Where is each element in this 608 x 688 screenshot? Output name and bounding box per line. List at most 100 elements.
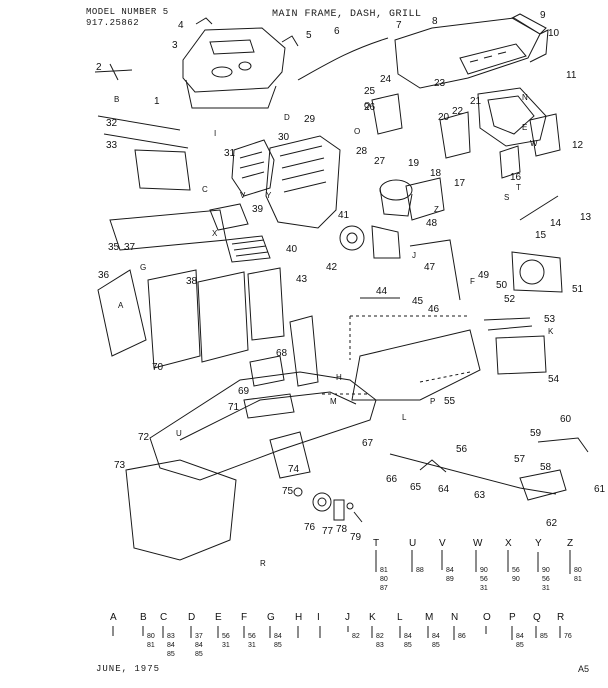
panel-33 — [134, 149, 191, 191]
hw-bottom-q-part-85: 85 — [540, 633, 548, 640]
letter-callout-n: N — [522, 93, 528, 102]
part-number-47: 47 — [424, 262, 436, 273]
part-number-70: 70 — [152, 362, 164, 373]
hw-bottom-letter-j: J — [345, 612, 350, 623]
part-number-8: 8 — [432, 16, 438, 27]
letter-callout-w: W — [530, 139, 538, 148]
part-number-77: 77 — [322, 526, 334, 537]
hw-bottom-m-part-84: 84 — [432, 633, 440, 640]
hw-bottom-letter-d: D — [188, 612, 195, 623]
side-plate-36 — [97, 269, 147, 357]
hw-bottom-letter-m: M — [425, 612, 433, 623]
hardware-legend-bottom — [112, 626, 561, 640]
filter-screen — [405, 177, 445, 221]
washer-75 — [293, 487, 303, 497]
letter-callout-l: L — [402, 413, 407, 422]
hw-bottom-letter-n: N — [451, 612, 458, 623]
part-number-52: 52 — [504, 294, 516, 305]
part-number-72: 72 — [138, 432, 150, 443]
part-number-75: 75 — [282, 486, 294, 497]
clip-79 — [353, 511, 363, 523]
part-number-55: 55 — [444, 396, 456, 407]
model-number-label: MODEL NUMBER 5 — [86, 7, 169, 17]
part-number-32: 32 — [106, 118, 118, 129]
part-number-67: 67 — [362, 438, 374, 449]
part-number-24: 24 — [380, 74, 392, 85]
hw-bottom-letter-p: P — [509, 612, 516, 623]
hw-bottom-letter-c: C — [160, 612, 167, 623]
part-number-51: 51 — [572, 284, 584, 295]
rod-32 — [103, 133, 189, 149]
part-number-16: 16 — [510, 172, 522, 183]
hw-bottom-letter-h: H — [295, 612, 302, 623]
part-number-3: 3 — [172, 40, 178, 51]
clamp-53 — [483, 317, 533, 331]
part-number-43: 43 — [296, 274, 308, 285]
hw-bottom-e-part-31: 31 — [222, 642, 230, 649]
letter-callout-o: O — [354, 127, 360, 136]
pulley-76 — [312, 492, 332, 512]
clutch-rod — [409, 239, 461, 301]
letter-callout-r: R — [260, 559, 266, 568]
part-number-48: 48 — [426, 218, 438, 229]
letter-callout-d: D — [284, 113, 290, 122]
letter-callout-i: I — [214, 129, 216, 138]
rear-panel — [125, 459, 237, 561]
hw-bottom-letter-q: Q — [533, 612, 541, 623]
part-number-7: 7 — [396, 20, 402, 31]
brake-rod — [97, 115, 181, 131]
part-number-30: 30 — [278, 132, 290, 143]
brake-rod-59 — [537, 437, 589, 453]
hood-vents — [469, 51, 507, 63]
hw-top-t-part-80: 80 — [380, 576, 388, 583]
part-number-23: 23 — [434, 78, 446, 89]
main-frame — [149, 371, 377, 481]
part-number-4: 4 — [178, 20, 184, 31]
part-number-71: 71 — [228, 402, 240, 413]
hw-bottom-f-part-56: 56 — [248, 633, 256, 640]
part-number-22: 22 — [452, 106, 464, 117]
part-number-31: 31 — [224, 148, 236, 159]
revision-date: JUNE, 1975 — [96, 664, 161, 674]
bracket-71 — [243, 393, 295, 419]
part-number-50: 50 — [496, 280, 508, 291]
part-number-65: 65 — [410, 482, 422, 493]
dash-housing — [185, 79, 277, 109]
part-number-5: 5 — [306, 30, 312, 41]
hw-top-t-part-87: 87 — [380, 585, 388, 592]
spacer-77 — [333, 499, 345, 521]
part-number-17: 17 — [454, 178, 466, 189]
hw-top-z-part-81: 81 — [574, 576, 582, 583]
plate-70-left — [147, 269, 201, 369]
letter-callout-p: P — [430, 397, 435, 406]
hw-bottom-letter-i: I — [317, 612, 320, 623]
hardware-legend-top — [375, 550, 571, 574]
steering-column — [289, 315, 319, 387]
part-number-9: 9 — [540, 10, 546, 21]
part-number-79: 79 — [350, 532, 362, 543]
part-number-44: 44 — [376, 286, 388, 297]
washer-78 — [346, 502, 354, 510]
grille-bar — [510, 13, 547, 35]
part-number-33: 33 — [106, 140, 118, 151]
letter-callout-y: Y — [266, 191, 272, 200]
grate-40 — [225, 235, 271, 263]
part-number-26: 26 — [364, 102, 376, 113]
brake-linkage — [389, 453, 557, 495]
letter-callout-c: C — [202, 185, 208, 194]
part-number-14: 14 — [550, 218, 562, 229]
screen-16 — [499, 145, 521, 179]
letter-callout-h: H — [336, 373, 342, 382]
part-number-36: 36 — [98, 270, 110, 281]
letter-callout-j: J — [412, 251, 416, 260]
letter-callout-k: K — [548, 327, 554, 336]
hw-bottom-l-part-84: 84 — [404, 633, 412, 640]
letter-callout-q: Q — [364, 101, 370, 110]
hw-bottom-c-part-84: 84 — [167, 642, 175, 649]
hw-bottom-letter-k: K — [369, 612, 376, 623]
hw-bottom-b-part-80: 80 — [147, 633, 155, 640]
part-number-69: 69 — [238, 386, 250, 397]
hw-bottom-letter-o: O — [483, 612, 491, 623]
part-number-59: 59 — [530, 428, 542, 439]
